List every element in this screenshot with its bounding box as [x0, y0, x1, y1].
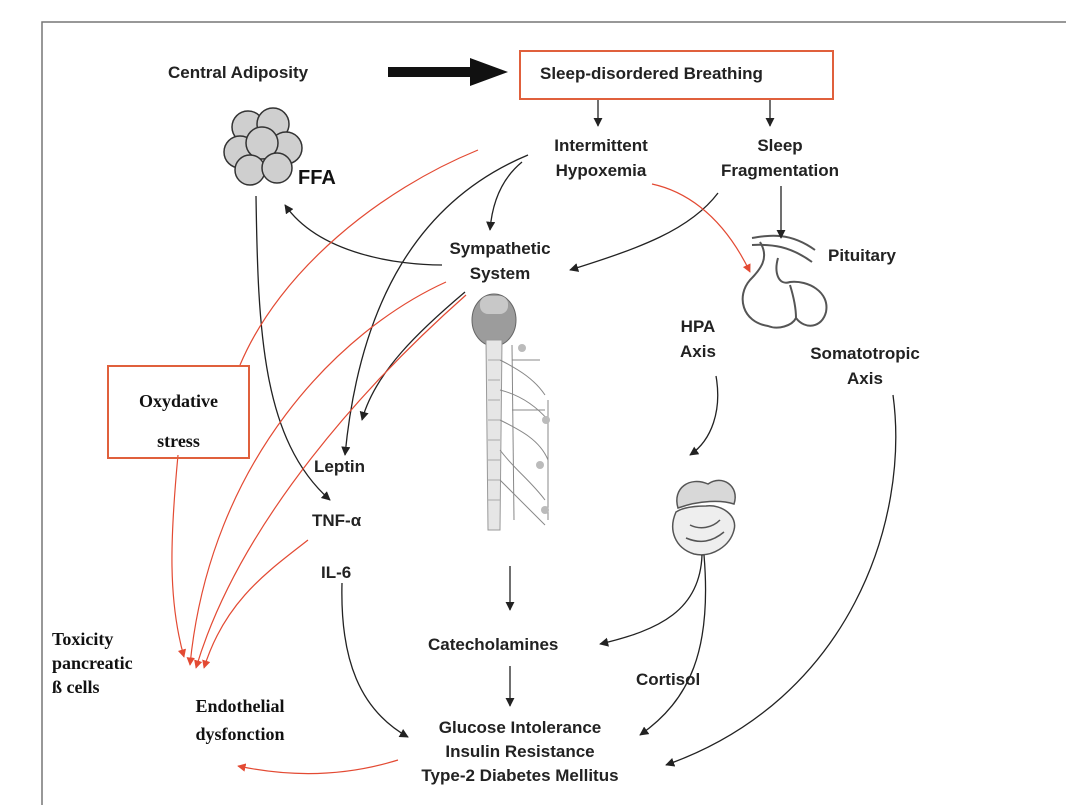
oxydative-line: Oxydative — [139, 391, 218, 411]
ffa-label: FFA — [298, 167, 336, 189]
arrow-ffa-to-tnf — [255, 195, 331, 501]
intermittent-line: Intermittent — [554, 136, 648, 155]
somatotropic-axis-line: Axis — [847, 369, 883, 388]
intermittent-hypoxemia-label: Intermittent Hypoxemia — [540, 133, 662, 183]
red-arrow-tnf-to-endothelial — [202, 539, 309, 669]
outcome-label: Glucose Intolerance Insulin Resistance T… — [375, 716, 665, 788]
endothelial-dysfonction-label: Endothelial dysfonction — [160, 692, 320, 748]
arrow-adrenal-to-outcome — [639, 554, 707, 736]
tnf-alpha-label: TNF-α — [312, 511, 362, 530]
leptin-label: Leptin — [314, 457, 365, 476]
endothelial-line: Endothelial — [195, 696, 285, 716]
red-arrow-hypoxemia-to-oxydative — [239, 149, 479, 366]
red-arrow-oxydative-to-toxicity — [171, 454, 187, 658]
hypoxemia-line: Hypoxemia — [555, 161, 647, 180]
oxydative-stress-label: Oxydative stress — [109, 381, 248, 461]
somatotropic-line: Somatotropic — [810, 344, 920, 363]
arrow-hypoxemia-to-leptin — [341, 154, 529, 456]
system-line: System — [469, 264, 531, 283]
fragmentation-line: Fragmentation — [720, 161, 840, 180]
catecholamines-label: Catecholamines — [428, 635, 559, 654]
adrenal-gland-icon — [672, 479, 736, 556]
sympathetic-system-label: Sympathetic System — [440, 236, 560, 286]
sleep-fragmentation-label: Sleep Fragmentation — [700, 133, 860, 183]
arrow-sympathetic-to-leptin — [359, 291, 466, 421]
arrow-somatotropic-to-outcome — [665, 394, 897, 767]
somatotropic-axis-label: Somatotropic Axis — [790, 341, 940, 391]
pituitary-label: Pituitary — [828, 246, 897, 265]
arrow-fragmentation-to-sympathetic — [569, 192, 719, 272]
hpa-axis-label: HPA Axis — [668, 314, 728, 364]
sleep-disordered-breathing-label: Sleep-disordered Breathing — [540, 64, 763, 83]
sleep-line: Sleep — [757, 136, 803, 155]
central-adiposity-label: Central Adiposity — [168, 63, 309, 82]
arrow-hypoxemia-to-sympathetic — [486, 161, 523, 231]
red-arrow-outcome-to-endothelial — [237, 759, 399, 775]
il6-label: IL-6 — [321, 563, 352, 582]
adipocyte-cluster-icon — [223, 107, 303, 186]
cortisol-label: Cortisol — [636, 670, 701, 689]
sleep-disordered-breathing-box — [519, 50, 834, 100]
axis-line: Axis — [680, 342, 716, 361]
dysfonction-line: dysfonction — [195, 724, 285, 744]
figure-frame — [41, 21, 1066, 805]
oxydative-stress-box — [107, 365, 250, 459]
red-arrow-sympathetic-to-endothelial-2 — [194, 294, 467, 669]
stress-line: stress — [157, 431, 200, 451]
beta-cells-line: ß cells — [52, 677, 100, 697]
pituitary-gland-icon — [741, 234, 828, 329]
arrow-sympathetic-to-ffa — [284, 204, 443, 266]
hpa-line: HPA — [680, 317, 716, 336]
big-arrow-icon — [388, 58, 508, 86]
arrow-hpa-to-adrenal — [689, 375, 719, 456]
red-arrow-hypoxemia-to-pituitary — [651, 183, 751, 273]
toxicity-line: Toxicity — [52, 629, 114, 649]
insulin-resistance-line: Insulin Resistance — [445, 742, 595, 761]
toxicity-label: Toxicity pancreatic ß cells — [52, 627, 133, 699]
red-arrow-sympathetic-to-endothelial — [186, 281, 447, 666]
sympathetic-line: Sympathetic — [449, 239, 551, 258]
pancreatic-line: pancreatic — [52, 653, 133, 673]
arrow-adrenal-to-catecholamines — [599, 554, 703, 647]
arrow-il6-to-outcome — [341, 582, 409, 738]
type2-diabetes-line: Type-2 Diabetes Mellitus — [421, 766, 619, 785]
nervous-system-icon — [471, 293, 550, 531]
glucose-intolerance-line: Glucose Intolerance — [438, 718, 602, 737]
